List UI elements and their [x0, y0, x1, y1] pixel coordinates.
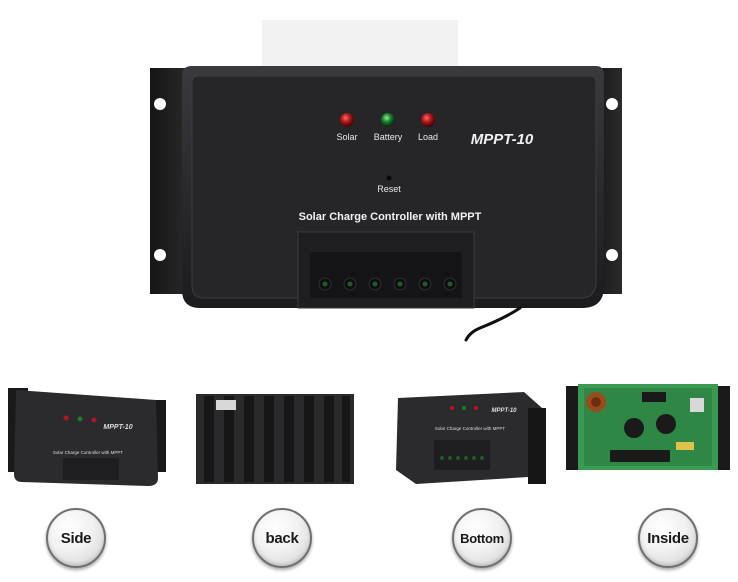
svg-text:Solar Charge Controller with M: Solar Charge Controller with MPPT — [53, 450, 124, 455]
inside-view-label: Inside — [647, 529, 689, 547]
load-led — [421, 113, 435, 127]
model-label: MPPT-10 — [471, 131, 534, 148]
bottom-view-label: Bottom — [460, 530, 504, 546]
solar-led — [340, 113, 354, 127]
terminal-block — [297, 231, 475, 309]
svg-text:MPPT-10: MPPT-10 — [491, 408, 517, 414]
background-box — [262, 20, 458, 70]
bottom-view-thumbnail[interactable]: MPPT-10 Solar Charge Controller with MPP… — [392, 378, 552, 496]
back-view-button[interactable]: back — [252, 508, 312, 568]
inside-view-thumbnail[interactable] — [566, 378, 732, 496]
side-view-thumbnail[interactable]: MPPT-10 Solar Charge Controller with MPP… — [8, 378, 168, 496]
back-view-label: back — [265, 529, 299, 547]
sensor-cable — [464, 306, 522, 342]
side-view-button[interactable]: Side — [46, 508, 106, 568]
battery-led — [381, 113, 395, 127]
bottom-view-button[interactable]: Bottom — [452, 508, 512, 568]
battery-led-label: Battery — [374, 132, 403, 142]
main-product-photo: Solar Battery Load MPPT-10 Reset Solar C… — [150, 20, 622, 342]
back-view-thumbnail[interactable] — [186, 378, 362, 496]
svg-text:MPPT-10: MPPT-10 — [103, 424, 132, 431]
solar-led-label: Solar — [336, 132, 357, 142]
reset-hole — [386, 175, 392, 181]
reset-label: Reset — [377, 184, 401, 194]
inside-view-button[interactable]: Inside — [638, 508, 698, 568]
svg-text:Solar Charge Controller with M: Solar Charge Controller with MPPT — [435, 426, 506, 431]
side-view-label: Side — [60, 529, 92, 547]
panel-title: Solar Charge Controller with MPPT — [299, 211, 482, 223]
load-led-label: Load — [418, 132, 438, 142]
